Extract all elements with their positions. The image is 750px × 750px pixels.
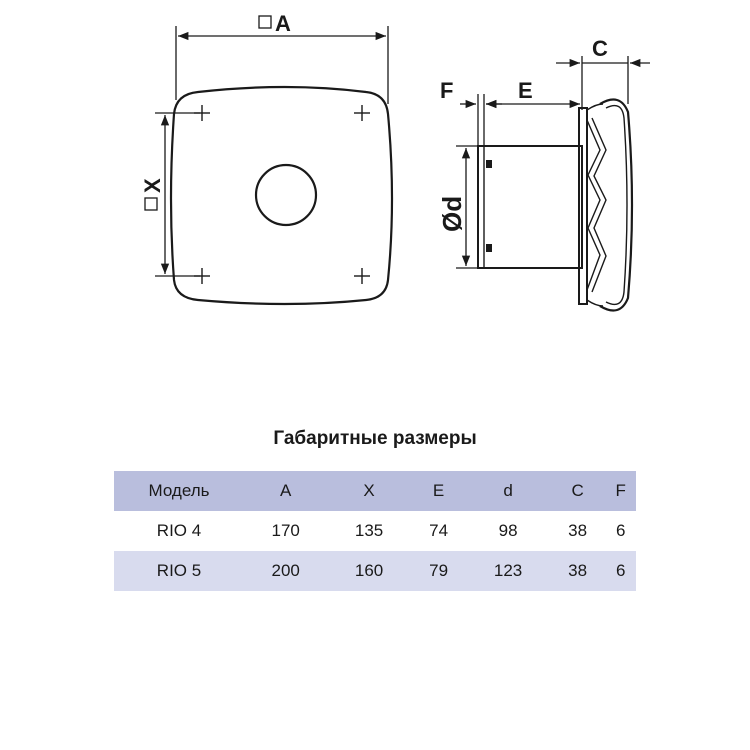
dim-f <box>460 94 502 146</box>
center-opening <box>254 163 318 227</box>
cell-model: RIO 5 <box>156 561 202 580</box>
fan-flange <box>578 107 588 305</box>
dim-e <box>486 94 583 110</box>
dim-e-label: E <box>518 78 533 103</box>
dim-d-label: Ød <box>437 196 467 232</box>
table-header-row: Модель A X E d C F <box>114 471 636 511</box>
svg-text:A: A <box>275 11 291 36</box>
cell-x: 160 <box>354 561 384 580</box>
cell-c: 38 <box>568 521 588 540</box>
table-row: RIO 5 200 160 79 123 38 6 <box>114 551 636 591</box>
side-view <box>456 56 650 312</box>
cell-x: 135 <box>354 521 384 540</box>
cell-e: 74 <box>429 521 449 540</box>
front-view <box>155 26 394 306</box>
cell-a: 170 <box>271 521 300 540</box>
cell-d: 98 <box>498 521 518 540</box>
dim-a-label: A <box>258 11 291 36</box>
table-row: RIO 4 170 135 74 98 38 6 <box>114 511 636 551</box>
dim-x-label: X <box>140 178 165 211</box>
front-panel-outline <box>169 85 394 306</box>
cell-a: 200 <box>271 561 300 580</box>
header-c: C <box>571 481 584 500</box>
cell-e: 79 <box>429 561 449 580</box>
header-e: E <box>432 481 445 500</box>
rotor-lines <box>586 117 607 293</box>
dimensions-table: Модель A X E d C F RIO 4 170 135 74 98 3… <box>114 471 636 591</box>
cell-model: RIO 4 <box>156 521 202 540</box>
fan-body <box>477 145 583 269</box>
svg-text:X: X <box>140 178 165 193</box>
cell-f: 6 <box>615 521 626 540</box>
cell-f: 6 <box>615 561 626 580</box>
dim-x <box>155 112 200 277</box>
mounting-holes <box>194 105 370 284</box>
cell-d: 123 <box>493 561 523 580</box>
header-a: A <box>280 481 292 500</box>
header-d: d <box>503 481 513 500</box>
header-x: X <box>363 481 375 500</box>
cell-c: 38 <box>568 561 588 580</box>
front-panel-profile <box>599 98 634 312</box>
technical-drawing: A X <box>140 11 650 312</box>
dim-c-label: C <box>592 36 608 61</box>
header-f: F <box>615 481 626 500</box>
header-model: Модель <box>148 481 210 500</box>
dim-a <box>175 26 389 104</box>
table-title: Габаритные размеры <box>273 428 477 449</box>
dim-c <box>556 56 650 104</box>
dim-f-label: F <box>440 78 453 103</box>
dim-d <box>456 145 480 269</box>
